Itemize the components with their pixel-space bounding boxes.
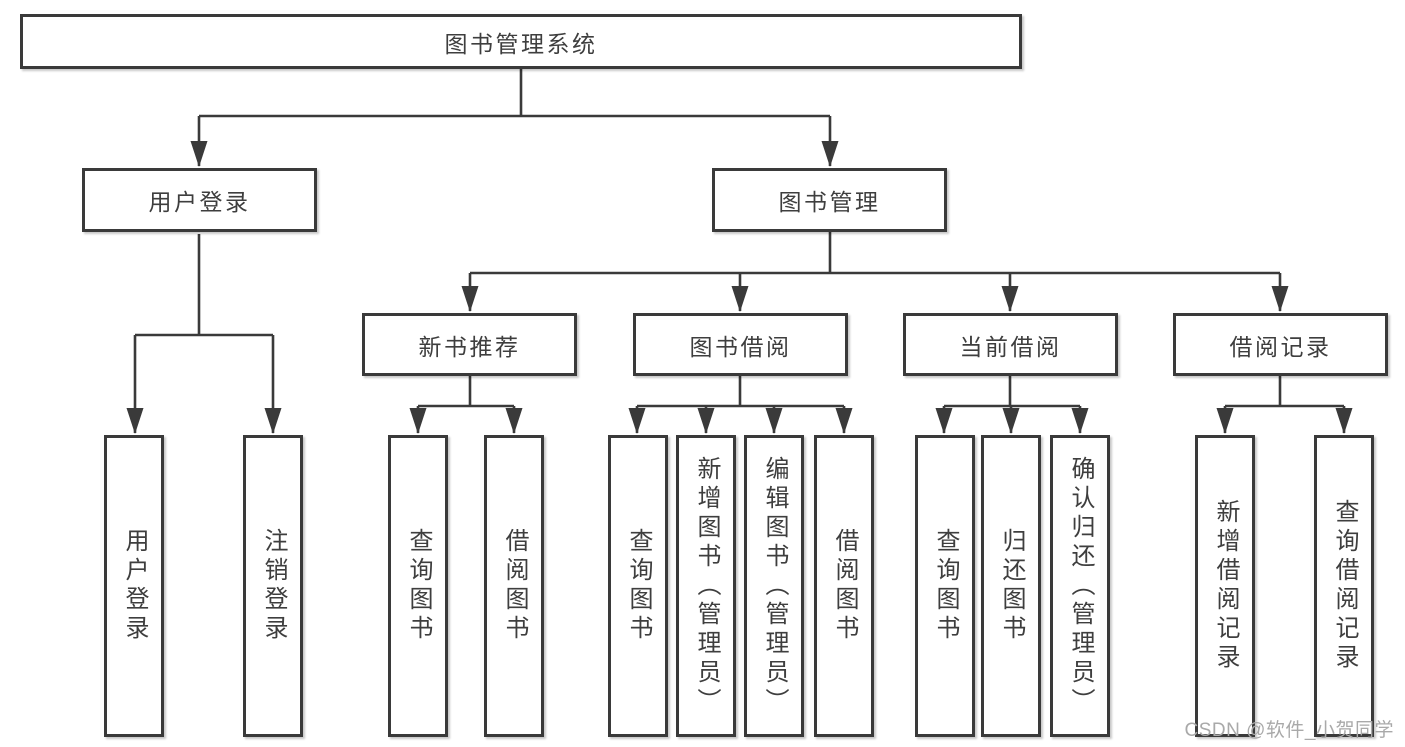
node-new-book-recommend: 新书推荐 [362,313,577,376]
node-book-borrow: 图书借阅 [633,313,848,376]
leaf-current-return-books-label: 归还图书 [998,528,1025,644]
leaf-logout-label: 注销登录 [260,528,287,644]
leaf-borrow-add-books-admin-label: 新增图书（管理员） [693,455,720,717]
leaf-records-query-record-label: 查询借阅记录 [1331,499,1358,673]
leaf-borrow-query-books: 查询图书 [608,435,668,737]
node-borrow-records: 借阅记录 [1173,313,1388,376]
leaf-borrow-add-books-admin: 新增图书（管理员） [676,435,736,737]
leaf-borrow-query-books-label: 查询图书 [625,528,652,644]
leaf-borrow-edit-books-admin: 编辑图书（管理员） [744,435,804,737]
csdn-watermark: CSDN @软件_小贺同学 [1184,720,1394,741]
leaf-newbook-query-books-label: 查询图书 [405,528,432,644]
node-root-label: 图书管理系统 [444,30,598,57]
node-root-system: 图书管理系统 [20,14,1022,69]
leaf-newbook-query-books: 查询图书 [388,435,448,737]
node-book-borrow-label: 图书借阅 [689,333,792,360]
leaf-borrow-borrow-books-label: 借阅图书 [831,528,858,644]
leaf-records-add-record: 新增借阅记录 [1195,435,1255,737]
leaf-newbook-borrow-books: 借阅图书 [484,435,544,737]
node-new-book-recommend-label: 新书推荐 [418,333,521,360]
node-user-login: 用户登录 [82,168,317,232]
leaf-borrow-edit-books-admin-label: 编辑图书（管理员） [761,455,788,717]
node-borrow-records-label: 借阅记录 [1229,333,1332,360]
leaf-current-confirm-return-admin-label: 确认归还（管理员） [1067,455,1094,717]
leaf-records-add-record-label: 新增借阅记录 [1212,499,1239,673]
leaf-current-query-books: 查询图书 [915,435,975,737]
leaf-user-login: 用户登录 [104,435,164,737]
leaf-user-login-label: 用户登录 [121,528,148,644]
leaf-newbook-borrow-books-label: 借阅图书 [501,528,528,644]
node-user-login-label: 用户登录 [148,189,251,215]
node-current-borrow: 当前借阅 [903,313,1118,376]
node-current-borrow-label: 当前借阅 [959,333,1062,360]
leaf-logout: 注销登录 [243,435,303,737]
leaf-current-return-books: 归还图书 [981,435,1041,737]
leaf-records-query-record: 查询借阅记录 [1314,435,1374,737]
node-book-management-label: 图书管理 [778,189,881,215]
leaf-current-confirm-return-admin: 确认归还（管理员） [1050,435,1110,737]
leaf-current-query-books-label: 查询图书 [932,528,959,644]
leaf-borrow-borrow-books: 借阅图书 [814,435,874,737]
node-book-management: 图书管理 [712,168,947,232]
